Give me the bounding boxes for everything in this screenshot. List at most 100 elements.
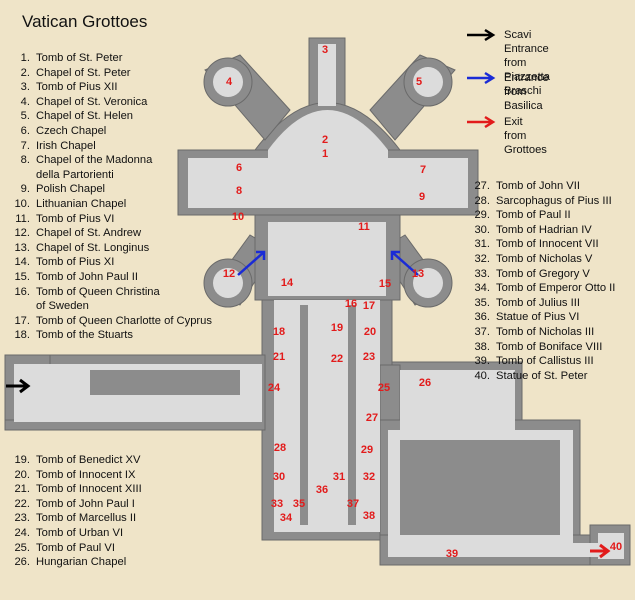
nave-pillar-left: [300, 305, 308, 525]
blue-arrow-icon: [237, 250, 266, 276]
map-label-31: 31: [333, 471, 345, 483]
legend-item-number: 28.: [474, 194, 490, 207]
legend-item-number: 13.: [14, 241, 30, 254]
map-label-20: 20: [364, 326, 376, 338]
map-label-15: 15: [379, 278, 391, 290]
legend-item: 5. Chapel of St. Helen: [8, 109, 212, 124]
map-label-39: 39: [446, 548, 458, 560]
legend-item-label: Tomb of Pius VI: [36, 212, 115, 225]
legend-item: 31.Tomb of Innocent VII: [468, 237, 615, 252]
nave-floor: [274, 300, 380, 532]
legend-item-number: 5.: [20, 110, 30, 123]
map-label-4: 4: [226, 76, 233, 88]
legend-item-label: Tomb of Boniface VIII: [496, 340, 603, 353]
legend-item: 17.Tomb of Queen Charlotte of Cyprus: [8, 314, 212, 329]
legend-item-number: 29.: [474, 209, 490, 222]
legend-item-number: 2.: [20, 66, 30, 79]
legend-item-number: 19.: [14, 454, 30, 466]
map-label-28: 28: [274, 442, 286, 454]
legend-item: 38. Tomb of Boniface VIII: [468, 340, 615, 355]
legend-item-number: 24.: [14, 526, 30, 539]
legend-item: 16.Tomb of Queen Christina of Sweden: [8, 285, 212, 314]
legend-item-number: 25.: [14, 541, 30, 554]
chapel-5-floor: [413, 67, 443, 97]
legend-item-label: Chapel of the Madonna della Partorienti: [36, 154, 153, 181]
legend-item-label: Tomb of Pius XII: [36, 81, 118, 94]
nave-pillar-right: [348, 305, 356, 525]
legend-item-number: 18.: [14, 329, 30, 342]
legend-item-number: 33.: [474, 267, 490, 280]
legend-item-label: Chapel of St. Helen: [36, 110, 134, 123]
legend-item-number: 26.: [14, 556, 30, 569]
legend-item-label: Chapel of St. Andrew: [36, 227, 142, 240]
legend-item: 39. Tomb of Callistus III: [468, 354, 615, 369]
legend-item: 18. Tomb of the Stuarts: [8, 328, 212, 343]
legend-item-number: 23.: [14, 512, 30, 525]
entrance-item-basilica: Entrance from Basilica: [466, 71, 549, 113]
legend-item-label: Tomb of Hadrian IV: [496, 223, 592, 236]
map-label-5: 5: [416, 76, 422, 88]
legend-item: 34.Tomb of Emperor Otto II: [468, 281, 615, 296]
legend-item: 3. Tomb of Pius XII: [8, 80, 212, 95]
map-label-32: 32: [363, 471, 375, 483]
legend-item-label: Tomb of Queen Charlotte of Cyprus: [36, 314, 212, 327]
legend-item-number: 20.: [14, 468, 30, 481]
legend-item: 27. Tomb of John VII: [468, 179, 615, 194]
map-label-26: 26: [419, 377, 431, 389]
legend-item: 15.Tomb of John Paul II: [8, 270, 212, 285]
legend-item-label: Tomb of the Stuarts: [36, 329, 134, 342]
legend-item-number: 32.: [474, 252, 490, 265]
legend-item: 36.Statue of Pius VI: [468, 310, 615, 325]
map-label-14: 14: [281, 277, 294, 289]
legend-item-label: Polish Chapel: [36, 183, 106, 196]
map-label-30: 30: [273, 471, 285, 483]
east-wing-inner: [400, 440, 560, 535]
legend-item-number: 38.: [474, 340, 490, 353]
map-label-40: 40: [610, 541, 622, 553]
legend-item-number: 15.: [14, 270, 30, 283]
upper-transept-floor: [188, 158, 468, 208]
legend-item-label: Tomb of Callistus III: [496, 355, 594, 368]
map-title: Vatican Grottoes: [22, 12, 148, 31]
legend-item: 7.Irish Chapel: [8, 139, 212, 154]
map-label-36: 36: [316, 484, 328, 496]
legend-item: 22.Tomb of John Paul I: [8, 497, 142, 512]
legend-item-number: 3.: [20, 81, 30, 94]
black-arrow-icon: [467, 28, 496, 42]
legend-item-label: Czech Chapel: [36, 124, 107, 137]
mid-transept-floor: [268, 222, 386, 296]
map-label-3: 3: [322, 44, 328, 56]
legend-item: 33.Tomb of Gregory V: [468, 267, 615, 282]
map-label-38: 38: [363, 510, 375, 522]
south-corridor-floor: [388, 543, 623, 557]
legend-list-left-bottom: 19. Tomb of Benedict XV 20. Tomb of Innocen…: [8, 453, 142, 570]
legend-item: 28. Sarcophagus of Pius III: [468, 194, 615, 209]
legend-item-number: 39.: [474, 355, 490, 368]
map-label-7: 7: [420, 164, 426, 176]
legend-item: 12.Chapel of St. Andrew: [8, 226, 212, 241]
legend-item-label: Tomb of John VII: [496, 180, 580, 192]
chapel-12-floor: [213, 268, 243, 298]
entrance-label: Scavi Entrance from Piazzetta Braschi: [504, 29, 551, 97]
legend-item-number: 9.: [20, 183, 30, 196]
legend-item-number: 27.: [474, 180, 490, 192]
legend-item-number: 10.: [14, 197, 30, 210]
chapel-4-floor: [213, 67, 243, 97]
legend-item-label: Statue of St. Peter: [496, 369, 588, 382]
legend-item-label: Tomb of Paul VI: [36, 541, 115, 554]
map-label-21: 21: [273, 351, 285, 363]
legend-item: 11.Tomb of Pius VI: [8, 212, 212, 227]
legend-item-number: 8.: [20, 154, 30, 167]
map-label-29: 29: [361, 444, 373, 456]
entrance-item-scavi: Scavi Entrance from Piazzetta Braschi: [466, 28, 550, 98]
legend-item-label: Tomb of Innocent IX: [36, 468, 136, 481]
legend-item-label: Sarcophagus of Pius III: [496, 194, 612, 207]
legend-item: 30.Tomb of Hadrian IV: [468, 223, 615, 238]
legend-item-label: Tomb of Benedict XV: [36, 454, 141, 466]
legend-item-label: Statue of Pius VI: [496, 311, 580, 324]
map-label-12: 12: [223, 268, 235, 280]
legend-item-number: 7.: [20, 139, 30, 152]
legend-item-number: 34.: [474, 282, 490, 295]
